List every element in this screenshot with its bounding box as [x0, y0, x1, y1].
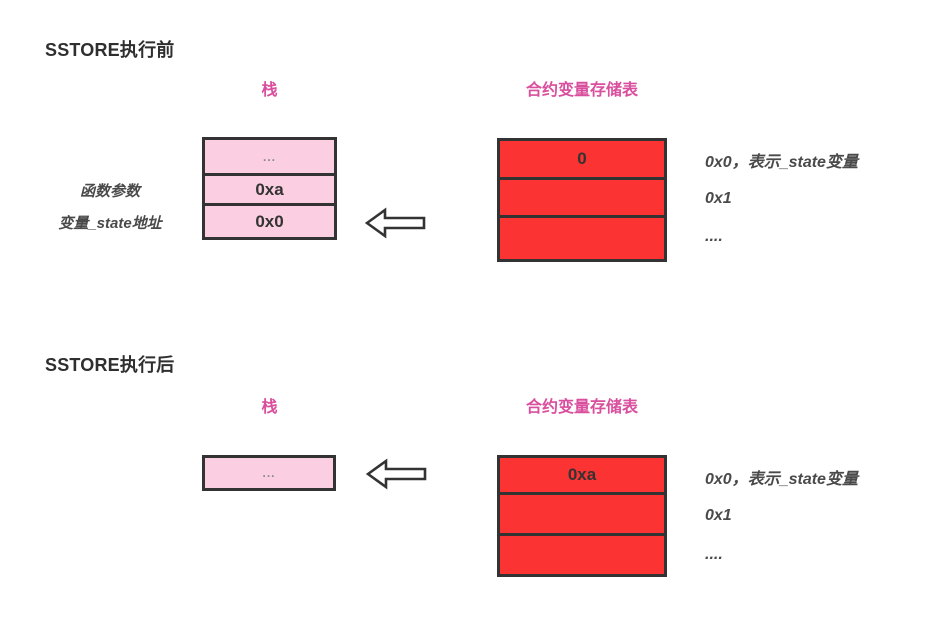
- storage-heading: 合约变量存储表: [525, 399, 638, 416]
- storage-cell: 0xa: [567, 465, 597, 484]
- stack-table: ...: [202, 455, 336, 491]
- stack-annotation-function-params: 函数参数: [79, 183, 140, 200]
- storage-annotation-slot0: 0x0，表示_state变量: [705, 154, 858, 171]
- left-block-arrow-icon: [366, 458, 427, 490]
- stack-cell: ...: [262, 466, 276, 480]
- storage-annotation-more: ....: [705, 546, 723, 563]
- section-title-before: SSTORE执行前: [45, 40, 175, 60]
- storage-table: 0: [497, 138, 667, 262]
- storage-annotation-slot0: 0x0，表示_state变量: [705, 471, 858, 488]
- storage-annotation-slot1: 0x1: [705, 507, 732, 524]
- stack-table: ... 0xa 0x0: [202, 137, 337, 240]
- storage-heading: 合约变量存储表: [525, 82, 638, 99]
- stack-cell: ...: [262, 149, 276, 164]
- stack-heading: 栈: [261, 82, 278, 99]
- section-title-after: SSTORE执行后: [45, 355, 175, 375]
- left-block-arrow-icon: [365, 207, 426, 239]
- stack-cell: 0x0: [205, 203, 334, 237]
- storage-annotation-slot1: 0x1: [705, 190, 732, 207]
- stack-cell: 0xa: [205, 173, 334, 203]
- storage-table: 0xa: [497, 455, 667, 577]
- storage-cell: [500, 533, 664, 568]
- storage-annotation-more: ....: [705, 228, 723, 245]
- storage-cell: [500, 492, 664, 533]
- stack-annotation-state-address: 变量_state地址: [58, 215, 162, 232]
- storage-cell: [500, 177, 664, 215]
- stack-heading: 栈: [261, 399, 278, 416]
- storage-cell: 0: [577, 149, 587, 168]
- storage-cell: [500, 215, 664, 253]
